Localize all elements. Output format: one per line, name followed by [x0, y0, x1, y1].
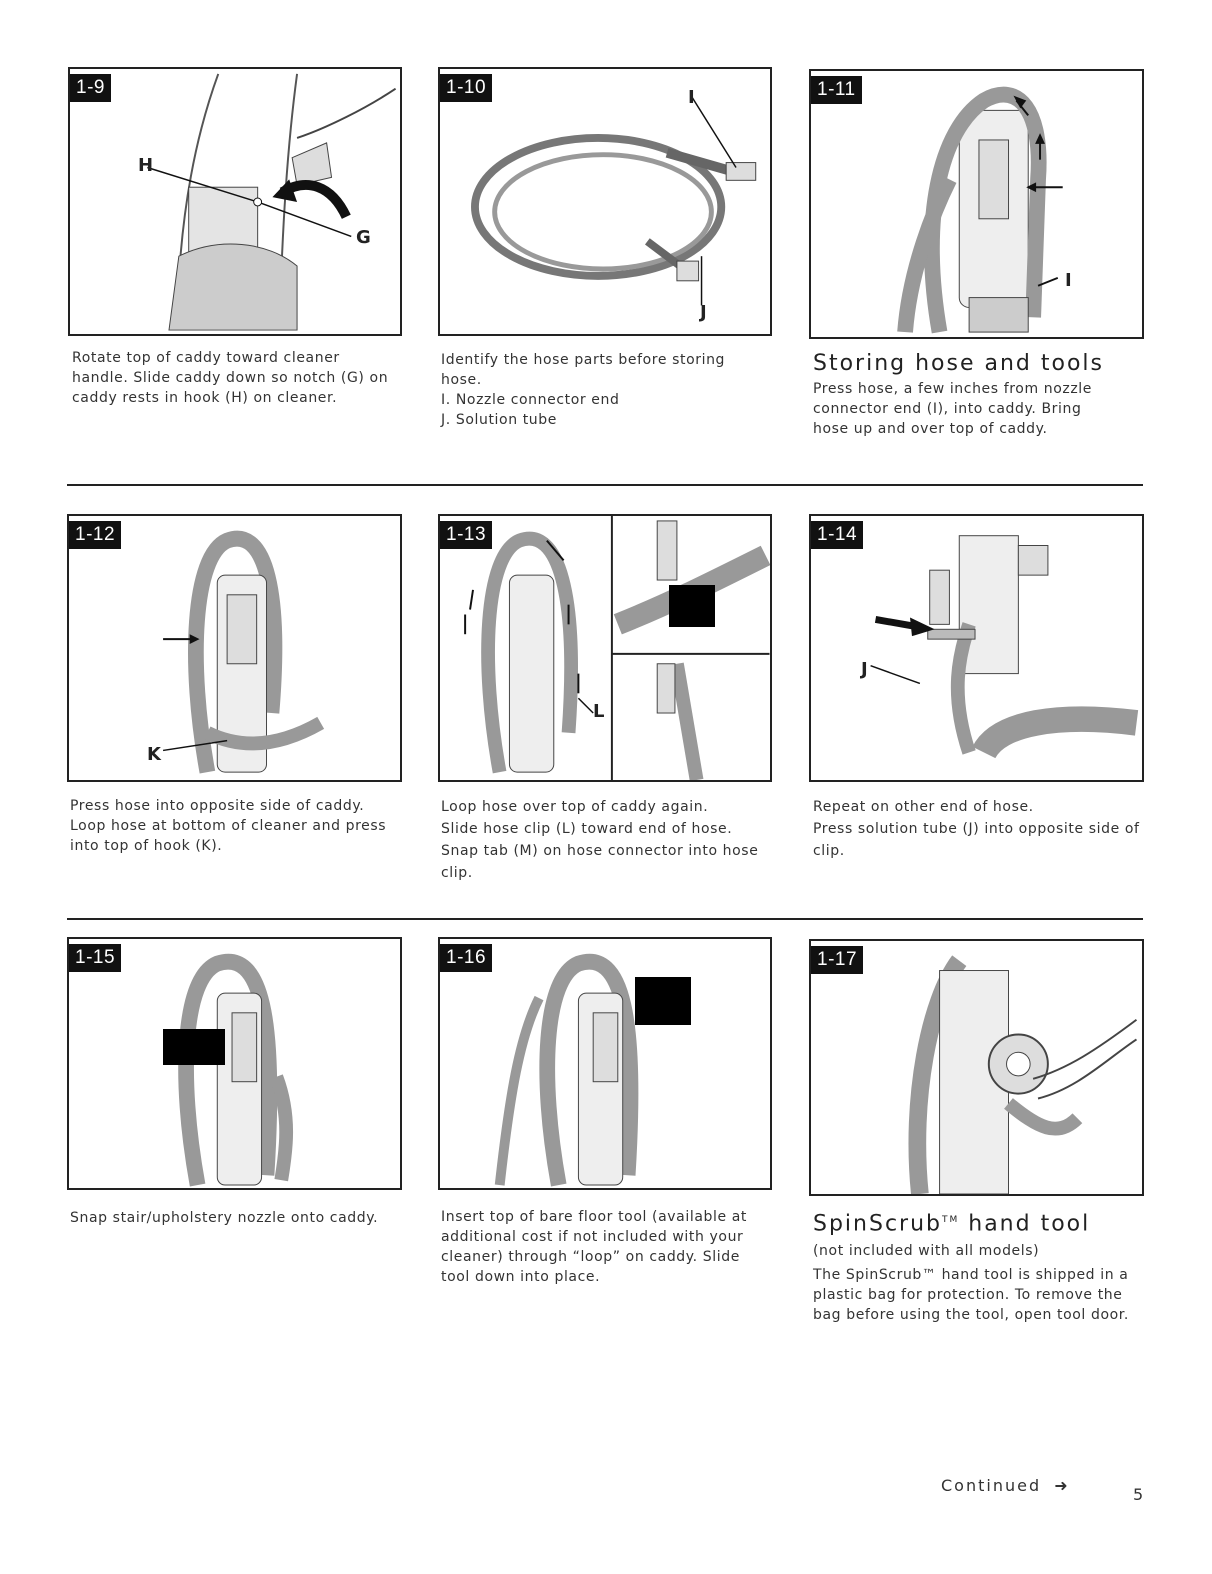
caption-1-9: Rotate top of caddy toward cleaner handl… [72, 348, 397, 408]
figure-number: 1-16 [440, 944, 492, 972]
caption-1-10: Identify the hose parts before storing h… [441, 350, 761, 430]
caption-1-14: Repeat on other end of hose. Press solut… [813, 796, 1143, 862]
page-number: 5 [1133, 1485, 1143, 1504]
caption-text: (not included with all models) [813, 1241, 1143, 1261]
label-i: I [688, 87, 695, 108]
solution-tube-illustration [811, 516, 1142, 780]
figure-number: 1-14 [811, 521, 863, 549]
figure-1-17: 1-17 [809, 939, 1144, 1196]
figure-number: 1-10 [440, 74, 492, 102]
label-j: J [861, 659, 868, 680]
figure-number: 1-12 [69, 521, 121, 549]
figure-1-10: 1-10 I J [438, 67, 772, 336]
continued-label: Continued ➜ [941, 1476, 1070, 1495]
figure-1-12: 1-12 K [67, 514, 402, 782]
caption-text: Snap stair/upholstery nozzle onto caddy. [70, 1208, 390, 1228]
hose-clip-illustration [440, 516, 770, 780]
caption-1-13: Loop hose over top of caddy again. Slide… [441, 796, 761, 884]
figure-number: 1-17 [811, 946, 863, 974]
caption-text: Loop hose at bottom of cleaner and press… [70, 816, 400, 856]
caption-text: J. Solution tube [441, 410, 761, 430]
figure-number: 1-15 [69, 944, 121, 972]
caption-text: I. Nozzle connector end [441, 390, 761, 410]
figure-number: 1-13 [440, 521, 492, 549]
hose-storing-illustration [811, 71, 1142, 337]
label-h: H [138, 155, 153, 176]
nozzle-on-caddy-illustration [69, 939, 400, 1188]
caption-text: Press hose, a few inches from nozzle con… [813, 379, 1113, 439]
redaction-box [669, 585, 715, 627]
caddy-rotate-illustration [70, 69, 400, 334]
label-g: G [356, 227, 371, 248]
figure-1-11: 1-11 I [809, 69, 1144, 339]
hose-loop-illustration [69, 516, 400, 780]
label-i: I [1065, 270, 1072, 291]
figure-number: 1-11 [811, 76, 862, 104]
heading-spinscrub: SpinScrub [813, 1211, 942, 1236]
section-divider [67, 484, 1143, 486]
figure-1-13: 1-13 L [438, 514, 772, 782]
caption-text: Press hose into opposite side of caddy. [70, 796, 400, 816]
figure-1-9: 1-9 H G [68, 67, 402, 336]
figure-1-14: 1-14 J [809, 514, 1144, 782]
caption-text: The SpinScrub™ hand tool is shipped in a… [813, 1265, 1143, 1325]
figure-1-16: 1-16 [438, 937, 772, 1190]
caption-text: Slide hose clip (L) toward end of hose. [441, 818, 761, 840]
caption-text: Insert top of bare floor tool (available… [441, 1207, 766, 1287]
caption-1-16: Insert top of bare floor tool (available… [441, 1207, 766, 1287]
figure-number: 1-9 [70, 74, 111, 102]
caption-text: Snap tab (M) on hose connector into hose… [441, 840, 761, 884]
label-l: L [593, 701, 604, 722]
redaction-box [635, 977, 691, 1025]
arrow-right-icon: ➜ [1054, 1476, 1069, 1495]
redaction-box [163, 1029, 225, 1065]
heading-rest: hand tool [959, 1211, 1090, 1236]
caption-text: Repeat on other end of hose. [813, 796, 1143, 818]
section-heading: Storing hose and tools [813, 350, 1113, 377]
hose-parts-illustration [440, 69, 770, 334]
caption-text: Loop hose over top of caddy again. [441, 796, 761, 818]
section-heading: SpinScrubTM hand tool [813, 1207, 1143, 1237]
caption-1-12: Press hose into opposite side of caddy. … [70, 796, 400, 856]
section-divider [67, 918, 1143, 920]
caption-1-11: Storing hose and tools Press hose, a few… [813, 350, 1113, 439]
figure-1-15: 1-15 [67, 937, 402, 1190]
caption-1-17: SpinScrubTM hand tool (not included with… [813, 1207, 1143, 1325]
caption-text: Rotate top of caddy toward cleaner handl… [72, 348, 397, 408]
caption-text: Press solution tube (J) into opposite si… [813, 818, 1143, 862]
caption-text: Identify the hose parts before storing h… [441, 350, 761, 390]
trademark-mark: TM [942, 1215, 959, 1225]
caption-1-15: Snap stair/upholstery nozzle onto caddy. [70, 1208, 390, 1228]
continued-text: Continued [941, 1476, 1041, 1495]
label-j: J [700, 302, 707, 323]
spinscrub-tool-illustration [811, 941, 1142, 1194]
bare-floor-tool-illustration [440, 939, 770, 1188]
label-k: K [147, 744, 161, 765]
